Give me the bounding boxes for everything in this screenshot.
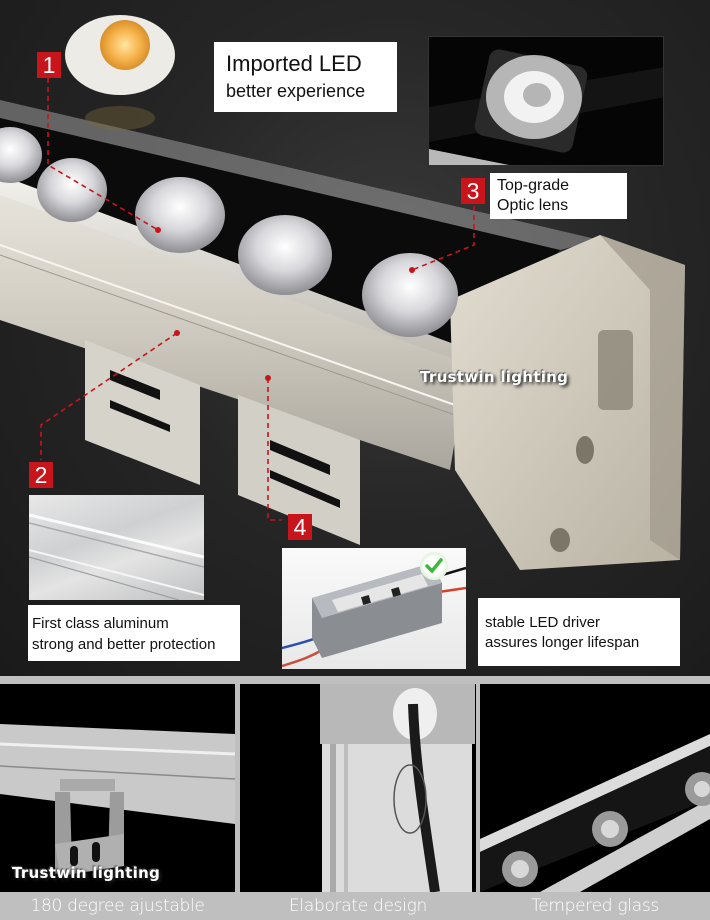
callout-1-line1: Imported LED xyxy=(226,51,362,76)
callout-1-line2: better experience xyxy=(226,81,366,101)
feature-panels-strip: Trustwin lighting 180 degree ajustable E… xyxy=(0,676,710,920)
tempered-glass-photo xyxy=(480,734,710,892)
callout-3-line1: Top-grade xyxy=(497,177,570,194)
panel-1-watermark: Trustwin lighting xyxy=(12,864,161,882)
brand-watermark: Trustwin lighting xyxy=(420,368,569,386)
callout-4-line1: stable LED driver xyxy=(485,614,601,631)
callout-2-line1: First class aluminum xyxy=(32,615,169,632)
callout-4-label: stable LED driver assures longer lifespa… xyxy=(478,598,680,666)
hero-product-image: 1 Imported LED better experience 3 Top-g… xyxy=(0,0,710,676)
led-driver-inset-photo xyxy=(282,548,466,669)
callout-2-badge: 2 xyxy=(29,462,53,488)
aluminum-profile-closeup xyxy=(29,513,204,600)
optic-lens-inset-photo xyxy=(428,36,664,166)
callout-3-line2: Optic lens xyxy=(497,197,569,214)
callout-3-label: Top-grade Optic lens xyxy=(490,173,627,219)
panel-adjustable-bracket: Trustwin lighting xyxy=(0,684,235,892)
aluminum-profile-inset-photo xyxy=(29,495,204,600)
callout-4-badge: 4 xyxy=(288,514,312,540)
caption-180-degree-adjustable: 180 degree ajustable xyxy=(30,896,205,916)
cable-gland-photo xyxy=(320,684,475,892)
callout-3-badge: 3 xyxy=(461,178,485,204)
panel-tempered-glass xyxy=(480,684,710,892)
led-driver-closeup xyxy=(282,563,466,668)
callout-1-badge: 1 xyxy=(37,52,61,78)
callout-1-label: Imported LED better experience xyxy=(214,42,397,112)
wall-washer-fixture-illustration xyxy=(0,15,685,570)
caption-tempered-glass: Tempered glass xyxy=(531,896,659,916)
adjustable-bracket-photo xyxy=(0,724,235,876)
caption-elaborate-design: Elaborate design xyxy=(288,896,427,916)
check-icon xyxy=(420,552,448,580)
panel-elaborate-design xyxy=(240,684,476,892)
callout-2-label: First class aluminum strong and better p… xyxy=(28,605,240,661)
callout-2-line2: strong and better protection xyxy=(32,636,216,653)
callout-4-line2: assures longer lifespan xyxy=(485,634,640,651)
optic-lens-closeup xyxy=(429,49,663,165)
